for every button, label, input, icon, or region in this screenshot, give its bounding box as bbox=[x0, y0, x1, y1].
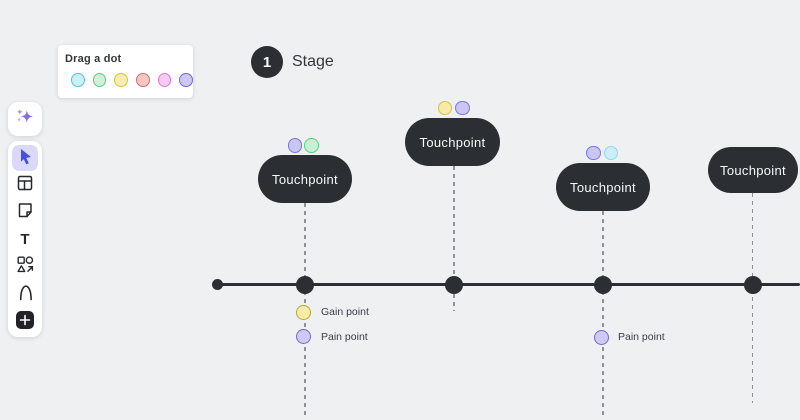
text-tool-icon: T bbox=[20, 230, 30, 248]
palette-dot-cyan[interactable] bbox=[71, 73, 85, 87]
touchpoint-label: Touchpoint bbox=[570, 179, 636, 195]
dot-cluster-3 bbox=[586, 145, 618, 160]
tool-text[interactable]: T bbox=[12, 226, 38, 252]
palette-dot-purple[interactable] bbox=[179, 73, 194, 87]
touchpoint-pill-1[interactable]: Touchpoint bbox=[258, 155, 352, 203]
tool-draw[interactable] bbox=[12, 280, 38, 306]
tool-sticky-note[interactable] bbox=[12, 199, 38, 225]
cursor-icon bbox=[15, 146, 35, 171]
canvas-dot-purple[interactable] bbox=[287, 138, 302, 153]
stage-number-badge[interactable]: 1 bbox=[251, 46, 283, 78]
pain-point-label: Pain point bbox=[321, 330, 368, 343]
palette-dot-row bbox=[65, 73, 194, 87]
timeline-node-3[interactable] bbox=[594, 275, 612, 294]
touchpoint-pill-4[interactable]: Touchpoint bbox=[708, 147, 798, 193]
sticky-note-icon bbox=[15, 200, 35, 225]
canvas-dot-purple[interactable] bbox=[586, 145, 601, 160]
layout-icon bbox=[15, 173, 35, 198]
pain-point-dot[interactable] bbox=[295, 329, 311, 344]
canvas-dot-cyan[interactable] bbox=[603, 145, 618, 160]
sparkle-icon bbox=[14, 106, 36, 133]
palette-dot-red[interactable] bbox=[136, 73, 150, 87]
canvas-dot-yellow[interactable] bbox=[437, 100, 452, 115]
shapes-icon bbox=[15, 254, 35, 279]
touchpoint-pill-2[interactable]: Touchpoint bbox=[405, 118, 500, 166]
timeline-node-1[interactable] bbox=[296, 275, 314, 294]
drag-a-dot-panel: Drag a dot bbox=[58, 45, 194, 98]
palette-dot-pink[interactable] bbox=[157, 73, 172, 87]
gain-point-dot[interactable] bbox=[295, 304, 311, 320]
dot-cluster-1 bbox=[287, 138, 319, 153]
touchpoint-label: Touchpoint bbox=[272, 171, 338, 187]
pain-point-dot[interactable] bbox=[593, 329, 609, 345]
tool-frames[interactable] bbox=[12, 172, 38, 198]
stage-label[interactable]: Stage bbox=[292, 53, 334, 70]
tool-add[interactable] bbox=[12, 307, 38, 333]
timeline-node-4[interactable] bbox=[743, 275, 762, 294]
plus-icon bbox=[16, 311, 34, 329]
palette-dot-yellow[interactable] bbox=[114, 73, 129, 87]
connector-line-2 bbox=[453, 166, 455, 311]
touchpoint-label: Touchpoint bbox=[720, 162, 786, 178]
canvas-dot-green[interactable] bbox=[304, 138, 319, 153]
palette-dot-green[interactable] bbox=[92, 73, 107, 87]
stage-number: 1 bbox=[262, 53, 272, 71]
tool-rail: T bbox=[8, 141, 42, 337]
connector-line-3 bbox=[602, 211, 604, 415]
dot-cluster-2 bbox=[437, 100, 470, 115]
gain-point-label: Gain point bbox=[321, 306, 369, 318]
touchpoint-label: Touchpoint bbox=[419, 134, 486, 150]
ai-assistant-button[interactable] bbox=[8, 102, 42, 136]
connector-line-4 bbox=[751, 193, 754, 403]
tool-shapes[interactable] bbox=[12, 253, 38, 279]
timeline-line[interactable] bbox=[218, 283, 800, 286]
timeline-start-dot[interactable] bbox=[212, 279, 223, 290]
pain-point-label: Pain point bbox=[618, 331, 665, 343]
tool-select[interactable] bbox=[12, 145, 38, 171]
timeline-node-2[interactable] bbox=[445, 275, 463, 294]
canvas-dot-purple[interactable] bbox=[455, 100, 470, 115]
touchpoint-pill-3[interactable]: Touchpoint bbox=[556, 163, 650, 211]
drag-a-dot-title: Drag a dot bbox=[65, 53, 122, 65]
curve-pen-icon bbox=[15, 281, 35, 306]
